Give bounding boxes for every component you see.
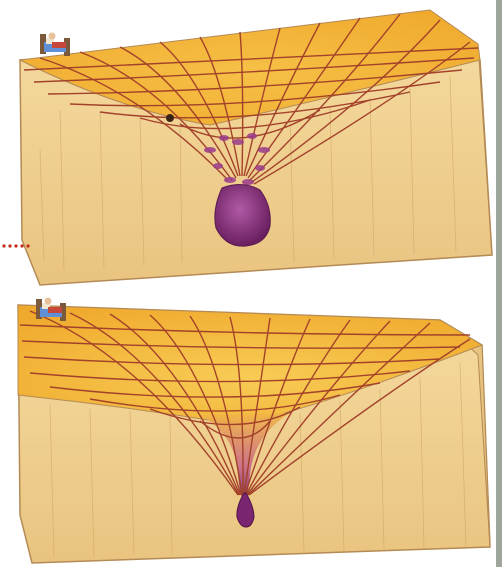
bottom-panel <box>0 285 502 567</box>
bed-with-sleeper-icon <box>40 33 70 57</box>
right-edge-strip <box>496 0 502 290</box>
bottom-block-illustration <box>0 285 502 567</box>
top-panel <box>0 0 502 290</box>
small-ball <box>166 114 174 122</box>
top-block-illustration <box>0 0 502 290</box>
matter-cloud <box>215 184 270 246</box>
right-edge-strip <box>496 285 502 567</box>
